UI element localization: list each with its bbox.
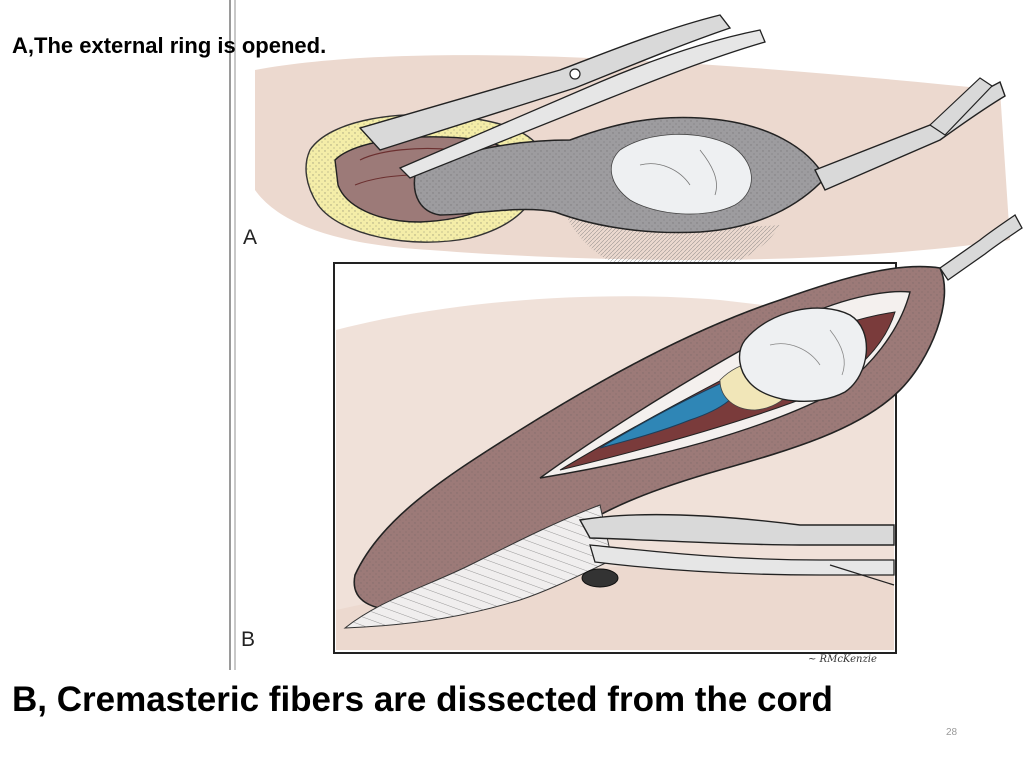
- panel-b-drawing: [333, 214, 1023, 654]
- panel-a-label: A: [243, 226, 258, 249]
- hernia-sac-b: [738, 307, 868, 402]
- slide-number: 28: [946, 727, 958, 738]
- caption-panel-a: A,The external ring is opened.: [12, 33, 327, 58]
- scissors-instrument-a: [358, 14, 732, 151]
- artist-signature: ~ RMcKenzie: [808, 654, 877, 665]
- scissors-instrument-b: [578, 513, 895, 546]
- caption-panel-b: B, Cremasteric fibers are dissected from…: [12, 680, 833, 719]
- panel-b-label: B: [241, 628, 256, 651]
- panel-a-drawing: [255, 14, 1010, 278]
- surgical-illustration: [229, 0, 1023, 670]
- clamp-instrument-b-top: [939, 214, 1023, 281]
- sac-highlight: [611, 133, 752, 215]
